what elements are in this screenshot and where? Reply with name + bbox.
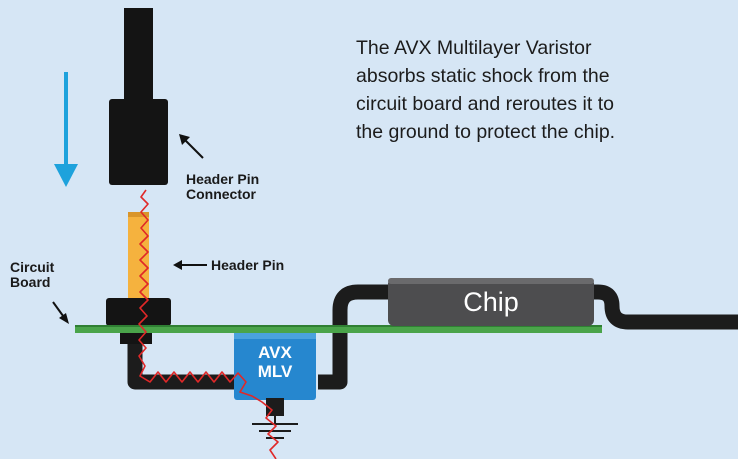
header-pin bbox=[128, 212, 149, 304]
caption-line: circuit board and reroutes it to bbox=[356, 93, 614, 115]
label-line: Connector bbox=[186, 186, 256, 202]
chip bbox=[388, 278, 594, 326]
header-pin-connector bbox=[109, 8, 168, 185]
varistor-label: AVX MLV bbox=[233, 343, 317, 381]
circuit-board bbox=[75, 325, 602, 333]
ground-trace bbox=[127, 338, 238, 390]
caption-line: absorbs static shock from the bbox=[356, 65, 610, 87]
header-pin-pointer-arrow-icon bbox=[173, 260, 207, 270]
header-pin-label: Header Pin bbox=[211, 258, 284, 273]
diagram-caption: The AVX Multilayer Varistor absorbs stat… bbox=[356, 34, 716, 146]
label-line: Header Pin bbox=[186, 171, 260, 187]
label-line: Header Pin bbox=[211, 257, 285, 273]
label-line: AVX bbox=[258, 343, 292, 362]
ground-icon bbox=[252, 398, 298, 439]
board-pointer-arrow-icon bbox=[52, 301, 69, 324]
header-pin-connector-label: Header Pin Connector bbox=[186, 172, 259, 202]
pin-socket bbox=[106, 298, 171, 326]
caption-line: the ground to protect the chip. bbox=[356, 121, 616, 143]
label-line: MLV bbox=[257, 362, 293, 381]
connector-pointer-arrow-icon bbox=[179, 134, 204, 159]
chip-trace bbox=[318, 284, 392, 390]
down-arrow-icon bbox=[54, 72, 78, 187]
caption-line: The AVX Multilayer Varistor bbox=[356, 37, 592, 59]
avx-mlv-varistor bbox=[234, 333, 316, 400]
chip-output-trace bbox=[590, 284, 738, 330]
label-line: Circuit bbox=[10, 259, 55, 275]
circuit-board-label: Circuit Board bbox=[10, 260, 54, 290]
static-discharge-path bbox=[138, 189, 279, 459]
label-line: Board bbox=[10, 274, 51, 290]
chip-label: Chip bbox=[463, 286, 519, 317]
